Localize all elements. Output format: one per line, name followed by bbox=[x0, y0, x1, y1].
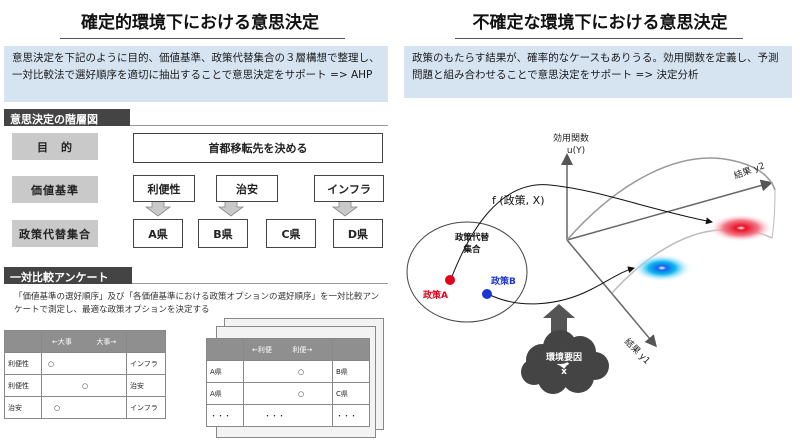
utility-curve-side bbox=[771, 189, 776, 239]
table-row: 利便性 ○ 治安 bbox=[4, 374, 166, 397]
table-row: A県 ○ B県 bbox=[206, 360, 370, 383]
table-row: 利便性 ○ インフラ bbox=[4, 352, 166, 375]
table2-header-right: 利便→ bbox=[292, 345, 313, 354]
hierarchy-divider bbox=[130, 125, 388, 126]
table2-row2-right: C県 bbox=[332, 382, 370, 405]
policy-b-dot[interactable] bbox=[482, 289, 492, 299]
utility-axis-label-2: u(Y) bbox=[567, 146, 585, 156]
policy-b-label: 政策B bbox=[491, 275, 516, 287]
outcome-distribution-red bbox=[709, 214, 773, 242]
decision-analysis-diagram: 効用関数 u(Y) 結果 y2 結果 y1 f (政策, X) 政策代替 集合 … bbox=[406, 132, 776, 394]
left-title-underline bbox=[60, 38, 345, 39]
table1-header-right: 大事→ bbox=[96, 337, 117, 346]
outcome-distribution-blue bbox=[632, 254, 692, 282]
table1-header: ←大事 大事→ bbox=[41, 330, 127, 353]
left-title: 確定的環境下における意思決定 bbox=[81, 13, 319, 33]
mapping-arrow-a bbox=[450, 184, 713, 280]
table1-row2-right: 治安 bbox=[126, 374, 166, 397]
axis-y2-label: 結果 y2 bbox=[732, 159, 766, 181]
env-factor-label-2: x bbox=[561, 367, 567, 377]
table2-row2-left: A県 bbox=[206, 382, 244, 405]
goal-row-label: 目 的 bbox=[12, 133, 98, 160]
table2-row2-mark[interactable]: ○ bbox=[243, 382, 333, 405]
table2-header-left: ←利便 bbox=[252, 345, 272, 354]
policy-a-label: 政策A bbox=[423, 289, 448, 301]
criterion-box-2: 治安 bbox=[216, 175, 278, 202]
alternatives-row-label: 政策代替集合 bbox=[12, 220, 98, 247]
survey-text: 「価値基準の選好順序」及び「各価値基準における政策オプションの選好順序」を一対比… bbox=[14, 292, 380, 315]
utility-axis-label-1: 効用関数 bbox=[553, 132, 589, 144]
criteria-row-label: 価値基準 bbox=[12, 176, 98, 203]
alternatives-comparison-table: ←利便 利便→ A県 ○ B県 A県 ○ C県 ・・・ ・・・ ・・・ bbox=[206, 338, 370, 427]
table2-row3-right: ・・・ bbox=[332, 404, 370, 427]
hierarchy-arrows bbox=[144, 200, 359, 217]
table2-row3-mark: ・・・ bbox=[243, 404, 333, 427]
env-arrow bbox=[543, 304, 575, 336]
table2-header: ←利便 利便→ bbox=[243, 338, 333, 361]
right-title-underline bbox=[455, 38, 743, 39]
mapping-arrow-b bbox=[487, 266, 635, 305]
policy-set-ellipse bbox=[406, 221, 528, 323]
right-description: 政策のもたらす結果が、確率的なケースもありうる。効用関数を定義し、予測問題と組み… bbox=[404, 46, 792, 98]
table1-row2-mark[interactable]: ○ bbox=[41, 374, 127, 397]
criteria-comparison-table: ←大事 大事→ 利便性 ○ インフラ 利便性 ○ 治安 治安 ○ インフラ bbox=[4, 330, 166, 419]
hierarchy-header: 意思決定の階層図 bbox=[4, 109, 130, 126]
left-description: 意思決定を下記のように目的、価値基準、政策代替集合の３層構想で整理し、一対比較法… bbox=[4, 46, 388, 102]
policy-set-label-1: 政策代替 bbox=[455, 232, 490, 243]
y1-axis-line bbox=[566, 239, 657, 348]
table1-row3-left: 治安 bbox=[4, 396, 42, 419]
alternative-box-c: C県 bbox=[266, 219, 316, 248]
table2-row3-left: ・・・ bbox=[206, 404, 244, 427]
table1-row2-left: 利便性 bbox=[4, 374, 42, 397]
table1-row1-mark[interactable]: ○ bbox=[41, 352, 127, 375]
table1-row1-left: 利便性 bbox=[4, 352, 42, 375]
arrow-down-1 bbox=[144, 200, 172, 217]
survey-header: 一対比較アンケート bbox=[4, 267, 132, 284]
criterion-box-1: 利便性 bbox=[133, 175, 195, 202]
table2-row1-left: A県 bbox=[206, 360, 244, 383]
arrow-down-2 bbox=[217, 200, 245, 217]
table1-corner bbox=[4, 330, 42, 353]
arrow-down-3 bbox=[331, 200, 359, 217]
table2-row1-right: B県 bbox=[332, 360, 370, 383]
env-factor-cloud bbox=[521, 330, 609, 394]
utility-curve-back bbox=[566, 157, 776, 241]
table-row: A県 ○ C県 bbox=[206, 382, 370, 405]
alternative-box-b: B県 bbox=[198, 219, 248, 248]
table2-corner-right bbox=[332, 338, 370, 361]
table-row: ・・・ ・・・ ・・・ bbox=[206, 404, 370, 427]
goal-box: 首都移転先を決める bbox=[133, 133, 383, 163]
alternative-box-a: A県 bbox=[133, 219, 183, 248]
policy-a-dot[interactable] bbox=[445, 275, 455, 285]
table1-corner-right bbox=[126, 330, 166, 353]
table1-header-left: ←大事 bbox=[52, 337, 72, 346]
axis-y1-label: 結果 y1 bbox=[622, 336, 653, 367]
table2-row1-mark[interactable]: ○ bbox=[243, 360, 333, 383]
right-title: 不確定な環境下における意思決定 bbox=[472, 13, 728, 33]
survey-divider bbox=[132, 283, 388, 284]
env-factor-label-1: 環境要因 bbox=[546, 351, 582, 363]
alternative-box-d: D県 bbox=[333, 219, 383, 248]
table1-row1-right: インフラ bbox=[126, 352, 166, 375]
table1-row3-mark[interactable]: ○ bbox=[41, 396, 127, 419]
criterion-box-3: インフラ bbox=[314, 175, 384, 202]
table-row: 治安 ○ インフラ bbox=[4, 396, 166, 419]
policy-set-label-2: 集合 bbox=[462, 244, 481, 255]
table2-corner bbox=[206, 338, 244, 361]
table1-row3-right: インフラ bbox=[126, 396, 166, 419]
function-label: f (政策, X) bbox=[492, 193, 544, 207]
